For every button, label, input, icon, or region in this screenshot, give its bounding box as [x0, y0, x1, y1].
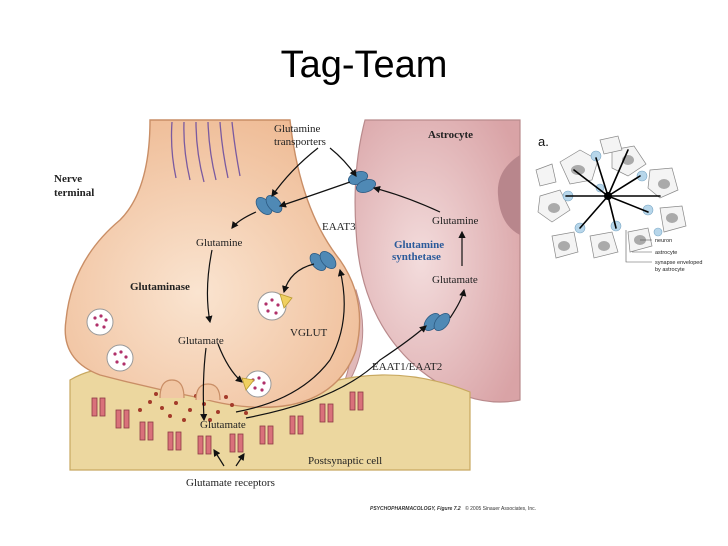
label-eaat3: EAAT3: [322, 221, 356, 233]
receptor-icon: [115, 409, 130, 429]
arrow-glutamate-to-vesicle: [217, 343, 243, 383]
arrow-transporter-pointer: [271, 147, 319, 197]
receptor-icon: [319, 403, 334, 423]
vesicle: [257, 291, 287, 321]
eaat3-transporter-icon: [309, 251, 337, 271]
arrow-receptor-pointer: [213, 448, 225, 467]
inset-legend-synapse-2: by astrocyte: [655, 267, 685, 273]
label-glutamine-transporters-1: Glutamine: [274, 123, 321, 135]
label-glutamine-synthetase-2: synthetase: [392, 251, 441, 263]
arrow-glutamate-reuptake-eaat3: [235, 268, 345, 413]
inset-astrocyte: [565, 149, 661, 229]
figure-credit: PSYCHOPHARMACOLOGY, Figure 7.2 © 2005 Si…: [370, 505, 536, 512]
label-glutamine-astrocyte: Glutamine: [432, 215, 479, 227]
arrow-glutaminase: [205, 249, 213, 324]
vglut-transporter-icon: [241, 377, 255, 391]
glutamine-transporter-icon: [255, 195, 283, 215]
inset-astrocyte-body: [604, 192, 612, 200]
transporters: [255, 171, 451, 331]
fusing-vesicle-1: [159, 379, 185, 399]
arrow-receptor-pointer: [235, 453, 245, 467]
label-astrocyte: Astrocyte: [428, 129, 473, 141]
label-eaat1-eaat2: EAAT1/EAAT2: [372, 361, 442, 373]
vesicle: [86, 308, 114, 336]
vglut-transporter-icon: [279, 293, 293, 309]
inset-legend-astrocyte: astrocyte: [655, 250, 677, 256]
receptor-icon: [197, 435, 212, 455]
receptor-icon: [349, 391, 364, 411]
label-glutamine-terminal: Glutamine: [196, 237, 243, 249]
label-glutamine-synthetase-1: Glutamine: [394, 239, 444, 251]
receptor-icon: [229, 433, 244, 453]
microtubules: [170, 121, 241, 183]
eaat1-eaat2-transporter-icon: [423, 313, 451, 331]
label-glutamate-cleft: Glutamate: [200, 419, 246, 431]
synaptic-vesicles: [86, 291, 287, 398]
receptor-icon: [259, 425, 274, 445]
arrow-eaat3-uptake: [282, 263, 315, 294]
arrow-release: [200, 347, 208, 422]
label-glutamate-astrocyte: Glutamate: [432, 274, 478, 286]
label-glutaminase: Glutaminase: [130, 281, 190, 293]
figure-credit-bold: PSYCHOPHARMACOLOGY, Figure 7.2: [370, 506, 461, 512]
slide-title: Tag-Team: [280, 44, 448, 86]
glutamate-receptors: [91, 391, 364, 455]
pathway-arrows: [200, 147, 467, 467]
label-glutamate-receptors: Glutamate receptors: [186, 477, 275, 489]
receptor-icon: [91, 397, 106, 417]
astrocyte-inset: a.: [535, 134, 702, 273]
arrow-glutamate-to-astrocyte: [245, 325, 427, 419]
inset-neuron-nuclei: [548, 155, 678, 251]
label-postsynaptic-cell: Postsynaptic cell: [308, 455, 382, 467]
inset-label: a.: [538, 134, 549, 149]
arrow-into-astrocyte: [449, 288, 467, 319]
label-nerve-terminal-2: terminal: [54, 187, 94, 199]
vesicle: [106, 344, 134, 372]
inset-legend-synapse-1: synapse enveloped: [655, 260, 702, 266]
label-glutamate-terminal: Glutamate: [178, 335, 224, 347]
arrow-glutamine-inward: [231, 211, 257, 229]
figure-credit-rest: © 2005 Sinauer Associates, Inc.: [465, 505, 536, 512]
receptor-icon: [289, 415, 304, 435]
receptor-icon: [139, 421, 154, 441]
label-glutamine-transporters-2: transporters: [274, 136, 326, 148]
arrow-glutamine-into-terminal: [278, 181, 351, 208]
fusing-vesicle-2: [195, 383, 221, 401]
arrow-transporter-pointer: [329, 147, 357, 177]
astrocyte-nucleus: [497, 155, 520, 235]
receptor-icon: [167, 431, 182, 451]
inset-legend-lines: [625, 230, 652, 263]
arrow-glutamine-out: [372, 186, 441, 213]
inset-legend-neuron: neuron: [655, 238, 672, 244]
label-vglut: VGLUT: [290, 327, 328, 339]
label-nerve-terminal-1: Nerve: [54, 173, 82, 185]
